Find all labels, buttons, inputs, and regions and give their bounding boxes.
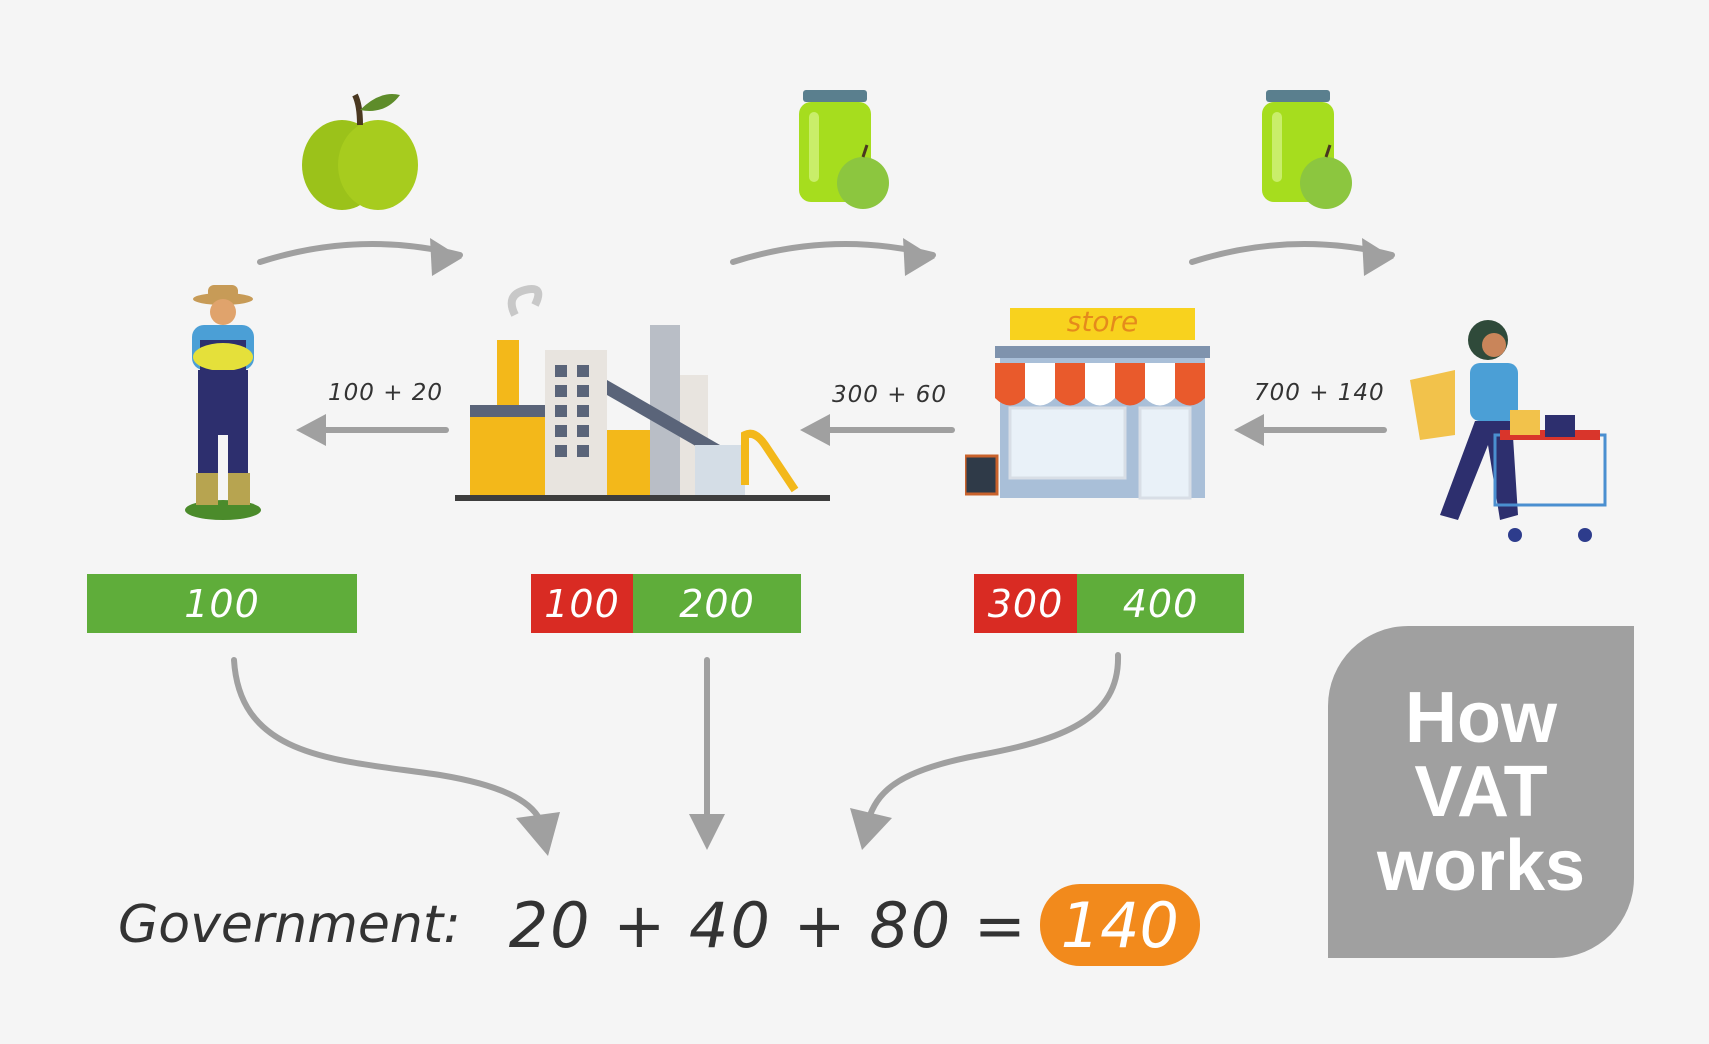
goods-arrow-3: [1189, 241, 1395, 265]
shopper-icon: [1410, 320, 1607, 542]
store-icon: [965, 308, 1210, 500]
store-cost-value: 300: [974, 574, 1077, 633]
goods-arrow-1: [257, 241, 463, 265]
badge-line-1: How: [1405, 678, 1557, 758]
price-label-factory-store: 300 + 60: [832, 382, 948, 408]
juice-jar-icon: [799, 90, 889, 209]
badge-line-2: VAT: [1414, 752, 1548, 832]
store-value-bar: 300 400: [974, 574, 1244, 633]
government-label: Government:: [118, 895, 461, 955]
factory-sale-value: 200: [633, 574, 801, 633]
factory-icon: [455, 285, 830, 501]
store-sale-value: 400: [1077, 574, 1244, 633]
factory-value-bar: 100 200: [531, 574, 801, 633]
government-equation: Government: 20 + 40 + 80 = 140: [118, 880, 1200, 970]
apple-icon: [302, 93, 418, 210]
how-vat-works-badge: How VAT works: [1328, 626, 1634, 958]
factory-cost-value: 100: [531, 574, 633, 633]
store-sign: store: [1066, 305, 1139, 338]
goods-arrow-2: [730, 241, 936, 265]
tax-total: 140: [1039, 884, 1200, 966]
price-label-store-customer: 700 + 140: [1254, 380, 1385, 406]
farmer-value-bar: 100: [87, 574, 357, 633]
price-label-farmer-factory: 100 + 20: [328, 380, 444, 406]
juice-jar-icon: [1262, 90, 1352, 209]
badge-line-3: works: [1376, 826, 1586, 906]
tax-arrow-1: [231, 657, 543, 823]
farmer-sale-value: 100: [87, 574, 357, 633]
tax-arrow-3: [867, 652, 1122, 818]
farmer-icon: [185, 285, 261, 520]
tax-sum: 20 + 40 + 80 =: [508, 888, 1028, 962]
